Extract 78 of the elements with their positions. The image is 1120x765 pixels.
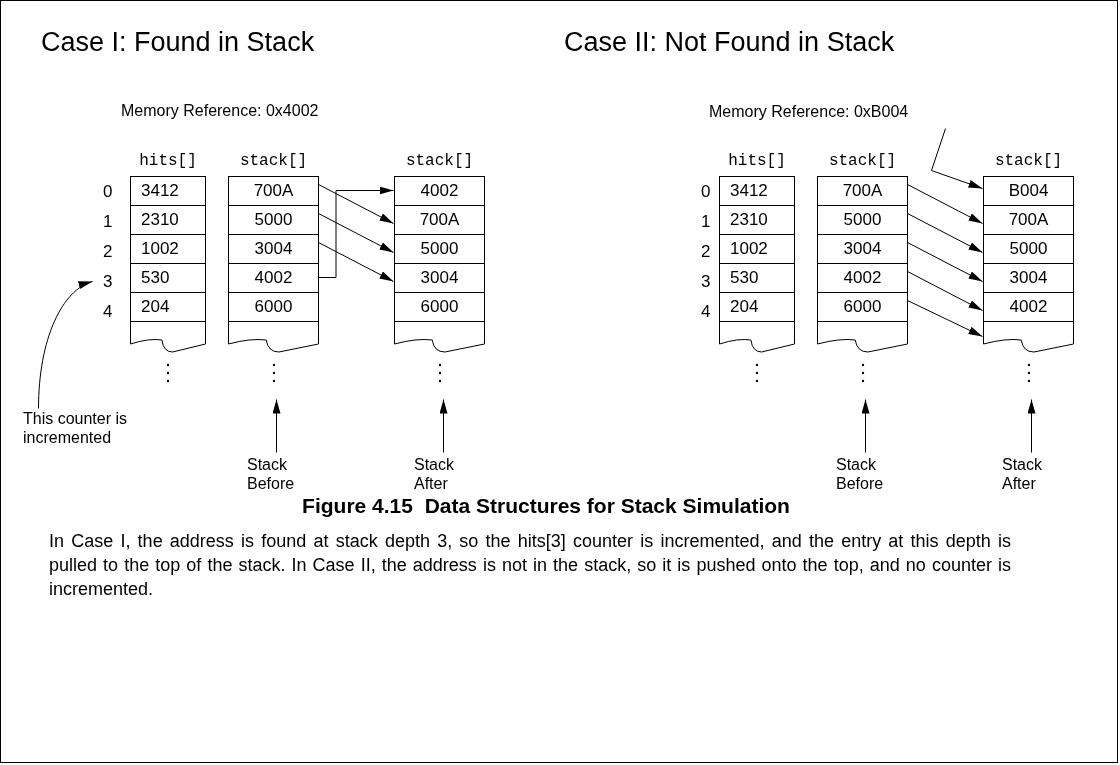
array-cell: 1002 bbox=[719, 234, 795, 264]
callout-text: This counter is incremented bbox=[23, 409, 173, 447]
panel-heading: Case I: Found in Stack bbox=[41, 27, 316, 58]
arrow bbox=[907, 184, 983, 224]
column-caption: Stack After bbox=[1002, 455, 1062, 493]
arrow bbox=[907, 300, 983, 337]
array-cell: 700A bbox=[394, 205, 485, 235]
array-cell: 1002 bbox=[130, 234, 206, 264]
row-index: 4 bbox=[701, 301, 712, 323]
array-cell: 3004 bbox=[394, 263, 485, 293]
array-cell: 2310 bbox=[130, 205, 206, 235]
array-cell: 6000 bbox=[228, 292, 319, 322]
memory-reference: Memory Reference: 0x4002 bbox=[121, 102, 320, 120]
column-caption: Stack Before bbox=[247, 455, 307, 493]
array-name: stack[] bbox=[404, 151, 475, 172]
arrow bbox=[907, 271, 983, 311]
array-cell: 204 bbox=[130, 292, 206, 322]
leader-arrow bbox=[931, 128, 983, 189]
arrow bbox=[318, 186, 394, 278]
array-cell: 3004 bbox=[817, 234, 908, 264]
array-column bbox=[983, 151, 1074, 384]
array-cell: 3412 bbox=[130, 176, 206, 206]
array-cell: 700A bbox=[983, 205, 1074, 235]
row-index: 0 bbox=[103, 181, 114, 203]
array-column bbox=[394, 151, 485, 384]
array-cell: 4002 bbox=[983, 292, 1074, 322]
array-name: hits[] bbox=[727, 151, 787, 172]
array-cell: 5000 bbox=[817, 205, 908, 235]
row-index: 3 bbox=[701, 271, 712, 293]
figure-caption: Figure 4.15 Data Structures for Stack Simulation bbox=[302, 494, 790, 517]
arrow bbox=[861, 399, 870, 453]
array-cell: 3004 bbox=[983, 263, 1074, 293]
array-column bbox=[719, 151, 795, 384]
array-cell: 6000 bbox=[394, 292, 485, 322]
array-column bbox=[817, 151, 908, 384]
array-cell: 5000 bbox=[983, 234, 1074, 264]
array-cell: 3412 bbox=[719, 176, 795, 206]
array-cell: 530 bbox=[130, 263, 206, 293]
arrow bbox=[439, 399, 448, 453]
array-name: stack[] bbox=[993, 151, 1064, 172]
array-cell: 4002 bbox=[228, 263, 319, 293]
array-cell: 3004 bbox=[228, 234, 319, 264]
leader-arrow bbox=[38, 281, 93, 409]
arrow bbox=[272, 399, 281, 453]
row-index: 0 bbox=[701, 181, 712, 203]
arrow bbox=[1027, 399, 1036, 453]
description-paragraph: In Case I, the address is found at stack depth 3, so the hits[3] counter is incremented, and the entry at this depth is pulled to the top of the stack. In Case II, the address is not in the stack, so it is pushed onto the top, and no counter is incremented. bbox=[49, 530, 1011, 601]
arrow bbox=[907, 213, 983, 253]
panel-heading: Case II: Not Found in Stack bbox=[564, 27, 896, 58]
row-index: 2 bbox=[103, 241, 114, 263]
array-name: stack[] bbox=[827, 151, 898, 172]
arrow bbox=[318, 242, 394, 282]
arrow bbox=[318, 213, 394, 253]
row-index: 1 bbox=[103, 211, 114, 233]
memory-reference: Memory Reference: 0xB004 bbox=[709, 102, 1019, 121]
array-cell: 700A bbox=[228, 176, 319, 206]
array-column bbox=[228, 151, 319, 384]
array-cell: 700A bbox=[817, 176, 908, 206]
row-index: 2 bbox=[701, 241, 712, 263]
array-cell: 6000 bbox=[817, 292, 908, 322]
array-name: stack[] bbox=[238, 151, 309, 172]
column-caption: Stack Before bbox=[836, 455, 896, 493]
array-cell: B004 bbox=[983, 176, 1074, 206]
arrow bbox=[907, 242, 983, 282]
array-column bbox=[130, 151, 206, 384]
array-cell: 204 bbox=[719, 292, 795, 322]
row-index: 3 bbox=[103, 267, 117, 297]
row-index: 1 bbox=[701, 211, 712, 233]
array-name: hits[] bbox=[138, 151, 198, 172]
array-cell: 5000 bbox=[228, 205, 319, 235]
array-cell: 5000 bbox=[394, 234, 485, 264]
array-cell: 530 bbox=[719, 263, 795, 293]
arrow bbox=[318, 184, 394, 224]
array-cell: 2310 bbox=[719, 205, 795, 235]
row-index: 4 bbox=[103, 301, 114, 323]
array-cell: 4002 bbox=[394, 176, 485, 206]
array-cell: 4002 bbox=[817, 263, 908, 293]
column-caption: Stack After bbox=[414, 455, 474, 493]
